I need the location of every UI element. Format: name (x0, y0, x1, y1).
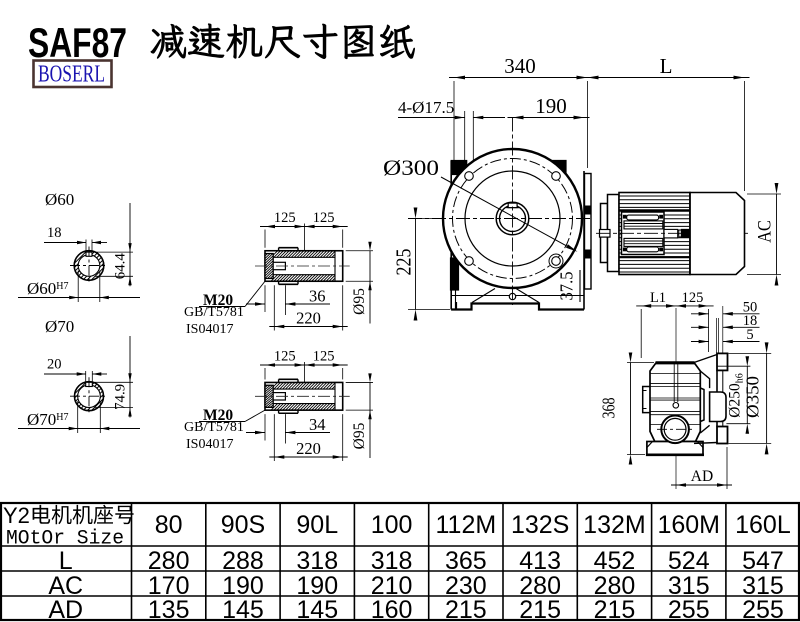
svg-text:GB/T5781: GB/T5781 (184, 420, 244, 435)
svg-text:125: 125 (274, 210, 296, 226)
svg-text:368: 368 (599, 398, 619, 419)
svg-text:318: 318 (371, 547, 413, 575)
svg-text:SAF87: SAF87 (28, 19, 127, 66)
svg-text:BOSERL: BOSERL (38, 62, 105, 88)
svg-text:18: 18 (47, 225, 62, 241)
svg-text:AC: AC (755, 220, 776, 243)
svg-text:145: 145 (296, 596, 338, 622)
svg-text:220: 220 (296, 439, 321, 458)
svg-text:215: 215 (519, 596, 561, 622)
svg-text:225: 225 (392, 249, 416, 276)
svg-text:220: 220 (296, 309, 321, 328)
svg-text:AC: AC (48, 572, 83, 600)
svg-text:160M: 160M (657, 511, 720, 539)
svg-text:230: 230 (445, 572, 487, 600)
svg-text:170: 170 (148, 572, 190, 600)
svg-text:255: 255 (668, 596, 710, 622)
svg-text:190: 190 (296, 572, 338, 600)
svg-text:L: L (660, 54, 673, 78)
svg-text:190: 190 (222, 572, 264, 600)
svg-text:160L: 160L (735, 511, 791, 539)
svg-text:GB/T5781: GB/T5781 (184, 305, 244, 320)
svg-text:IS04017: IS04017 (186, 322, 233, 337)
svg-text:215: 215 (594, 596, 636, 622)
svg-text:36: 36 (309, 287, 326, 306)
svg-text:452: 452 (594, 547, 636, 575)
svg-text:112M: 112M (436, 511, 497, 539)
svg-text:Ø95: Ø95 (351, 288, 368, 315)
svg-text:145: 145 (222, 596, 264, 622)
svg-text:Ø95: Ø95 (351, 422, 368, 449)
svg-text:255: 255 (742, 596, 784, 622)
svg-text:160: 160 (371, 596, 413, 622)
svg-text:280: 280 (594, 572, 636, 600)
svg-text:37.5: 37.5 (557, 271, 577, 300)
svg-text:MOtOr Size: MOtOr Size (6, 528, 124, 551)
svg-text:AD: AD (48, 596, 83, 622)
svg-text:90L: 90L (296, 511, 338, 539)
svg-text:524: 524 (668, 547, 710, 575)
svg-text:125: 125 (313, 349, 335, 365)
svg-text:M20: M20 (203, 407, 233, 424)
svg-text:IS04017: IS04017 (186, 437, 233, 452)
svg-text:Ø60: Ø60 (45, 190, 74, 209)
svg-text:280: 280 (519, 572, 561, 600)
svg-text:90S: 90S (221, 511, 265, 539)
svg-text:210: 210 (371, 572, 413, 600)
svg-text:34: 34 (309, 415, 326, 434)
svg-text:288: 288 (222, 547, 264, 575)
svg-text:547: 547 (742, 547, 784, 575)
svg-text:74.9: 74.9 (113, 384, 129, 410)
svg-text:L: L (59, 547, 73, 575)
svg-text:Ø350: Ø350 (743, 376, 763, 418)
svg-text:125: 125 (313, 210, 335, 226)
svg-text:Ø300: Ø300 (383, 155, 439, 180)
svg-text:AD: AD (691, 468, 713, 485)
svg-text:315: 315 (742, 572, 784, 600)
svg-text:135: 135 (148, 596, 190, 622)
svg-text:64.4: 64.4 (113, 252, 129, 279)
svg-text:125: 125 (682, 290, 704, 306)
svg-text:Y2: Y2 (3, 503, 30, 528)
svg-text:318: 318 (296, 547, 338, 575)
svg-text:Ø250h6: Ø250h6 (727, 373, 746, 417)
svg-text:125: 125 (274, 349, 296, 365)
svg-text:413: 413 (519, 547, 561, 575)
svg-text:20: 20 (47, 357, 62, 373)
svg-text:M20: M20 (203, 292, 233, 309)
svg-text:340: 340 (504, 54, 536, 78)
svg-text:132M: 132M (583, 511, 646, 539)
svg-text:365: 365 (445, 547, 487, 575)
svg-text:215: 215 (445, 596, 487, 622)
svg-text:Ø70: Ø70 (45, 317, 74, 336)
svg-text:5: 5 (746, 327, 753, 343)
svg-text:132S: 132S (511, 511, 569, 539)
svg-text:190: 190 (535, 94, 567, 118)
svg-text:4-Ø17.5: 4-Ø17.5 (398, 98, 454, 117)
svg-text:100: 100 (371, 511, 413, 539)
svg-text:280: 280 (148, 547, 190, 575)
svg-text:50: 50 (743, 299, 758, 315)
svg-text:L1: L1 (650, 290, 666, 306)
svg-text:18: 18 (743, 313, 758, 329)
svg-text:315: 315 (668, 572, 710, 600)
svg-text:80: 80 (155, 511, 183, 539)
